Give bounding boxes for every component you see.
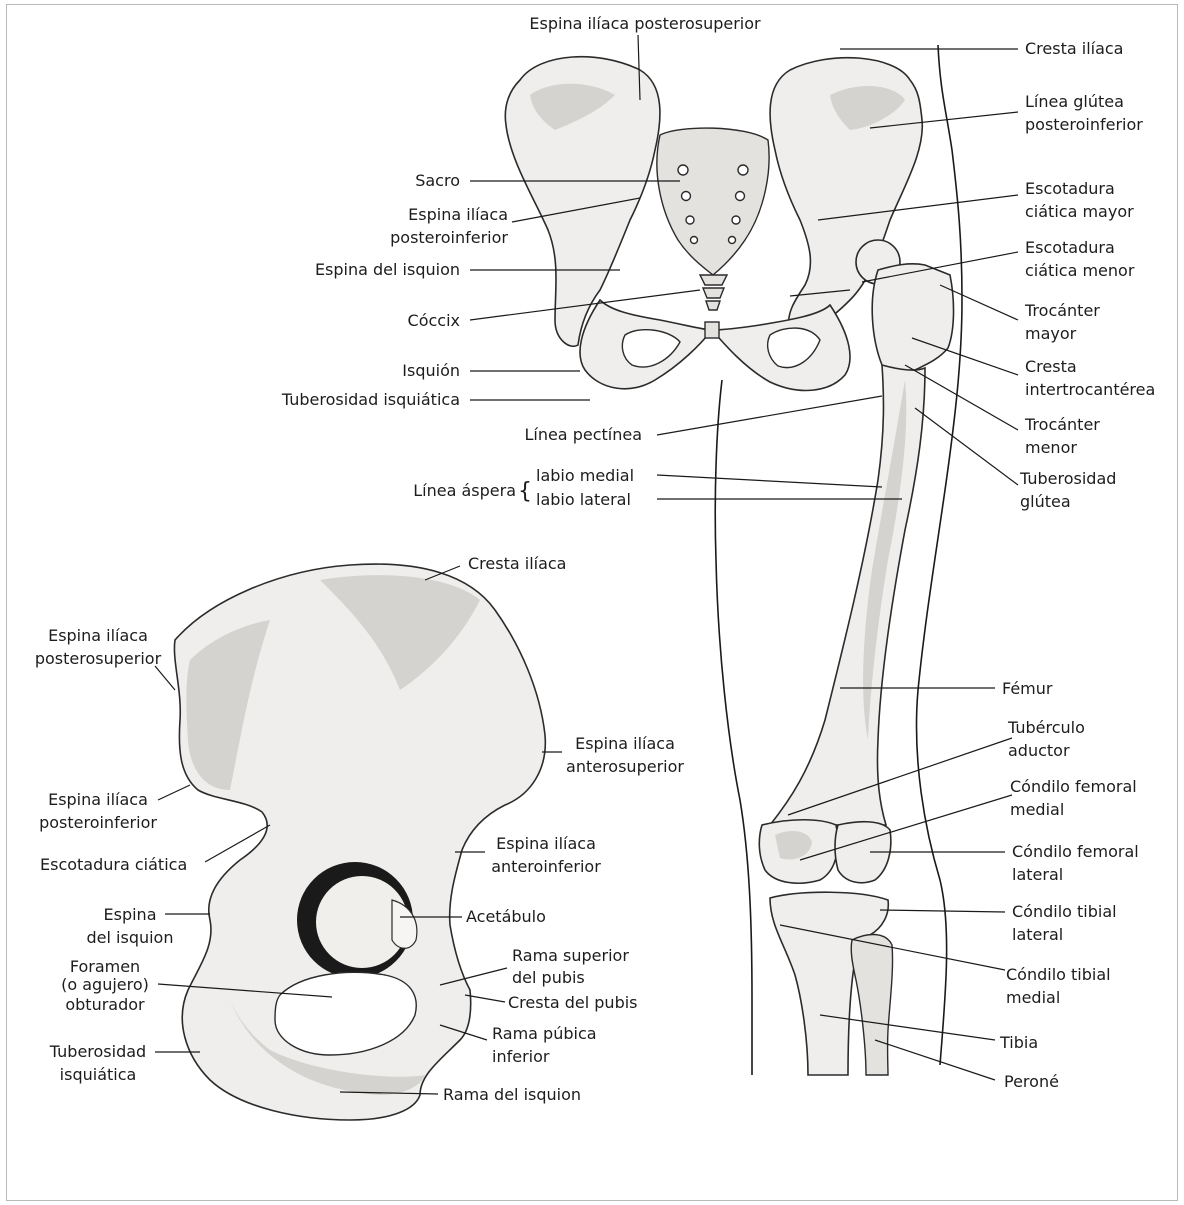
label-escotadura-ciatica-menor-1: Escotadura — [1025, 236, 1115, 259]
label-lat-espina-iliaca-posteroinferior-1: Espina ilíaca — [18, 788, 178, 811]
label-condilo-tibial-medial-1: Cóndilo tibial — [1006, 963, 1111, 986]
label-isquion: Isquión — [330, 359, 460, 382]
label-escotadura-ciatica-mayor-2: ciática mayor — [1025, 200, 1134, 223]
label-trocanter-menor-2: menor — [1025, 436, 1077, 459]
label-lat-espina-iliaca-anteroinferior-2: anteroinferior — [478, 855, 614, 878]
label-espina-iliaca-posteroinferior-1: Espina ilíaca — [330, 203, 508, 226]
label-lat-rama-superior-pubis-1: Rama superior — [512, 944, 629, 967]
label-escotadura-ciatica-menor-2: ciática menor — [1025, 259, 1134, 282]
label-linea-glutea-1: Línea glútea — [1025, 90, 1124, 113]
label-coccix: Cóccix — [330, 309, 460, 332]
label-trocanter-mayor-1: Trocánter — [1025, 299, 1100, 322]
label-lat-escotadura-ciatica: Escotadura ciática — [40, 853, 187, 876]
label-lat-cresta-iliaca: Cresta ilíaca — [468, 552, 566, 575]
label-condilo-tibial-lateral-2: lateral — [1012, 923, 1063, 946]
label-condilo-femoral-lateral-1: Cóndilo femoral — [1012, 840, 1139, 863]
pelvis-posterior — [505, 57, 922, 391]
label-lat-espina-del-isquion-1: Espina — [70, 903, 190, 926]
label-linea-pectinea: Línea pectínea — [470, 423, 642, 446]
label-lat-tuberosidad-isquiatica-1: Tuberosidad — [30, 1040, 166, 1063]
label-condilo-femoral-medial-1: Cóndilo femoral — [1010, 775, 1137, 798]
label-lat-espina-iliaca-posterosuperior-2: posterosuperior — [18, 647, 178, 670]
label-lat-foramen-3: obturador — [40, 993, 170, 1016]
label-linea-aspera: Línea áspera — [380, 479, 516, 502]
label-lat-rama-del-isquion: Rama del isquion — [443, 1083, 581, 1106]
label-lat-tuberosidad-isquiatica-2: isquiática — [30, 1063, 166, 1086]
label-lat-rama-pubica-inferior-2: inferior — [492, 1045, 549, 1068]
label-lat-espina-iliaca-anterosuperior-2: anterosuperior — [555, 755, 695, 778]
label-lat-rama-superior-pubis-2: del pubis — [512, 966, 585, 989]
label-labio-medial: labio medial — [536, 464, 634, 487]
label-tuberosidad-isquiatica: Tuberosidad isquiática — [240, 388, 460, 411]
label-condilo-femoral-lateral-2: lateral — [1012, 863, 1063, 886]
label-tibia: Tibia — [1000, 1031, 1038, 1054]
label-condilo-femoral-medial-2: medial — [1010, 798, 1064, 821]
label-cresta-intertrocanterea-2: intertrocantérea — [1025, 378, 1155, 401]
label-lat-rama-pubica-inferior-1: Rama púbica — [492, 1022, 597, 1045]
label-sacro: Sacro — [330, 169, 460, 192]
label-lat-cresta-del-pubis: Cresta del pubis — [508, 991, 638, 1014]
linea-aspera-brace: { — [518, 479, 532, 504]
label-tuberosidad-glutea-1: Tuberosidad — [1020, 467, 1116, 490]
label-espina-iliaca-posteroinferior-2: posteroinferior — [330, 226, 508, 249]
label-trocanter-mayor-2: mayor — [1025, 322, 1076, 345]
label-femur: Fémur — [1002, 677, 1052, 700]
label-escotadura-ciatica-mayor-1: Escotadura — [1025, 177, 1115, 200]
label-lat-espina-iliaca-anterosuperior-1: Espina ilíaca — [555, 732, 695, 755]
label-tuberosidad-glutea-2: glútea — [1020, 490, 1071, 513]
label-lat-espina-iliaca-posteroinferior-2: posteroinferior — [18, 811, 178, 834]
label-labio-lateral: labio lateral — [536, 488, 631, 511]
label-lat-espina-iliaca-posterosuperior-1: Espina ilíaca — [18, 624, 178, 647]
label-linea-glutea-2: posteroinferior — [1025, 113, 1143, 136]
label-condilo-tibial-lateral-1: Cóndilo tibial — [1012, 900, 1117, 923]
label-espina-iliaca-posterosuperior: Espina ilíaca posterosuperior — [515, 12, 775, 35]
label-perone: Peroné — [1004, 1070, 1059, 1093]
label-espina-del-isquion: Espina del isquion — [280, 258, 460, 281]
label-cresta-intertrocanterea-1: Cresta — [1025, 355, 1077, 378]
label-lat-acetabulo: Acetábulo — [466, 905, 546, 928]
label-tuberculo-aductor-1: Tubérculo — [1008, 716, 1085, 739]
label-cresta-iliaca: Cresta ilíaca — [1025, 37, 1123, 60]
label-lat-espina-iliaca-anteroinferior-1: Espina ilíaca — [478, 832, 614, 855]
label-trocanter-menor-1: Trocánter — [1025, 413, 1100, 436]
label-lat-espina-del-isquion-2: del isquion — [70, 926, 190, 949]
label-tuberculo-aductor-2: aductor — [1008, 739, 1070, 762]
label-condilo-tibial-medial-2: medial — [1006, 986, 1060, 1009]
